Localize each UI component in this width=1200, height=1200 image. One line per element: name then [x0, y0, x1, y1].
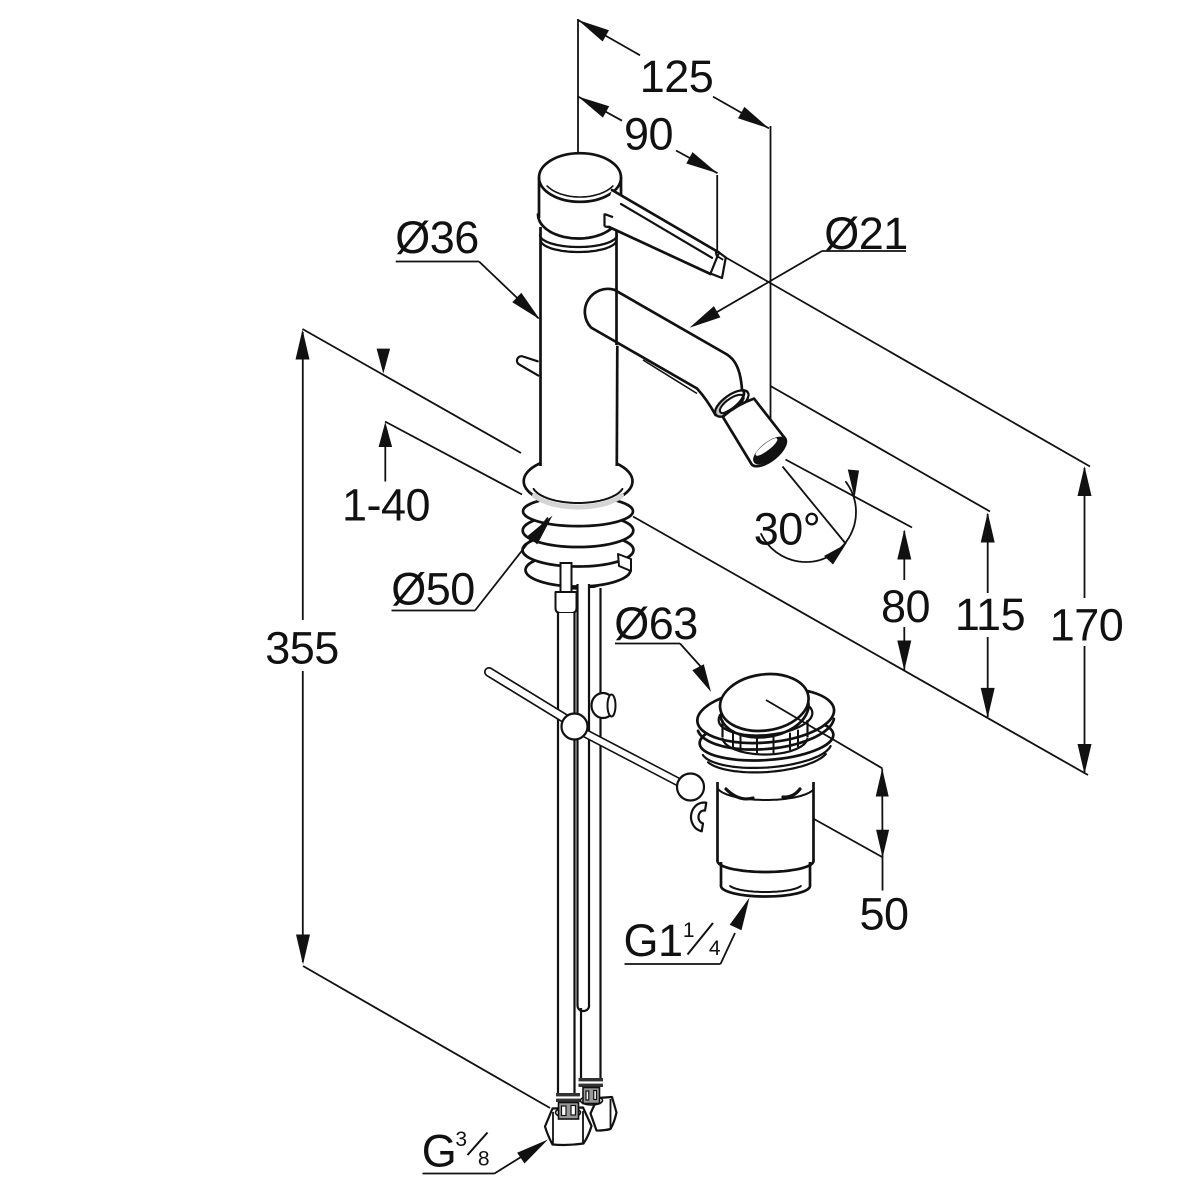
svg-text:30°: 30° — [754, 504, 821, 555]
svg-text:80: 80 — [881, 581, 930, 632]
svg-text:1: 1 — [683, 919, 694, 942]
svg-text:50: 50 — [859, 889, 908, 940]
svg-text:125: 125 — [640, 51, 714, 102]
svg-text:G: G — [422, 1126, 457, 1177]
svg-text:G1: G1 — [623, 915, 682, 966]
svg-text:115: 115 — [955, 589, 1025, 640]
svg-text:Ø63: Ø63 — [614, 598, 698, 649]
svg-text:3: 3 — [455, 1128, 466, 1151]
svg-text:8: 8 — [478, 1148, 489, 1171]
svg-text:Ø36: Ø36 — [395, 212, 479, 263]
svg-text:170: 170 — [1050, 600, 1124, 651]
svg-text:4: 4 — [709, 937, 721, 960]
svg-text:Ø50: Ø50 — [391, 564, 475, 615]
svg-text:1-40: 1-40 — [342, 480, 430, 531]
svg-text:90: 90 — [624, 109, 673, 160]
svg-text:355: 355 — [265, 623, 339, 674]
